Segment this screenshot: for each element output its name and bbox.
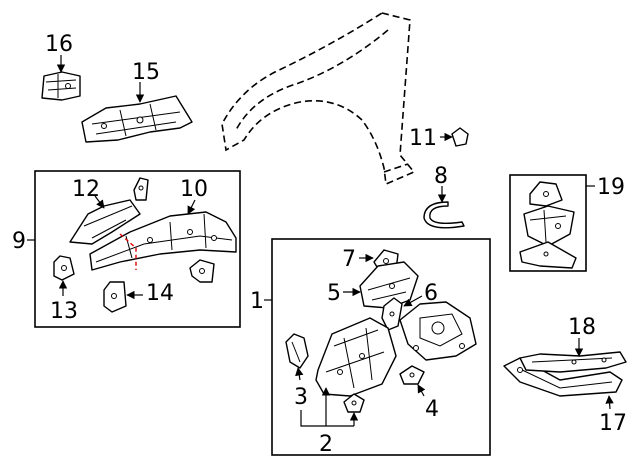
part-10-frame-rail [89,211,237,271]
callout-13: 13 [50,299,78,324]
part-13-bracket [53,255,75,281]
section-mark [119,233,137,270]
callout-18: 18 [568,315,596,340]
callout-7: 7 [342,247,356,272]
part-19-bracket-top [529,181,563,207]
part-19-bracket-bottom [519,241,577,269]
part-16-bracket [41,71,81,101]
part-14-bracket [103,281,127,313]
callout-1: 1 [250,289,264,314]
part-12-upper-member [69,199,141,245]
part-4-bracket [399,365,425,385]
part-11-clip [451,127,469,147]
callout-5: 5 [327,281,341,306]
part-clip-9-top [133,177,149,201]
part-3-seal [285,333,309,369]
part-suspension-tower [399,301,477,361]
group-box-9 [34,170,241,328]
part-8-seal [423,201,465,229]
callout-15: 15 [132,60,160,85]
fender-outline [221,12,416,186]
part-15-apron-reinforcement [81,95,193,143]
callout-14: 14 [146,281,174,306]
callout-6: 6 [424,281,438,306]
callout-2: 2 [319,432,333,457]
part-clip-9-right [189,259,215,283]
callout-3: 3 [294,385,308,410]
part-6-bracket [381,297,403,331]
callout-10: 10 [180,177,208,202]
callout-12: 12 [72,177,100,202]
callout-16: 16 [45,32,73,57]
part-2-apron-panel [315,317,397,397]
part-5-apron-member [359,261,419,309]
callout-17: 17 [599,411,627,436]
part-2-small-bracket [343,393,365,413]
group-box-1 [271,238,491,456]
callout-11: 11 [409,126,437,151]
part-18-reinforcement [519,351,627,373]
callout-9: 9 [12,229,26,254]
callout-4: 4 [425,397,439,422]
group-box-19 [509,174,587,272]
callout-19: 19 [597,175,625,200]
part-19-bracket-middle [523,205,575,247]
callout-8: 8 [434,164,448,189]
